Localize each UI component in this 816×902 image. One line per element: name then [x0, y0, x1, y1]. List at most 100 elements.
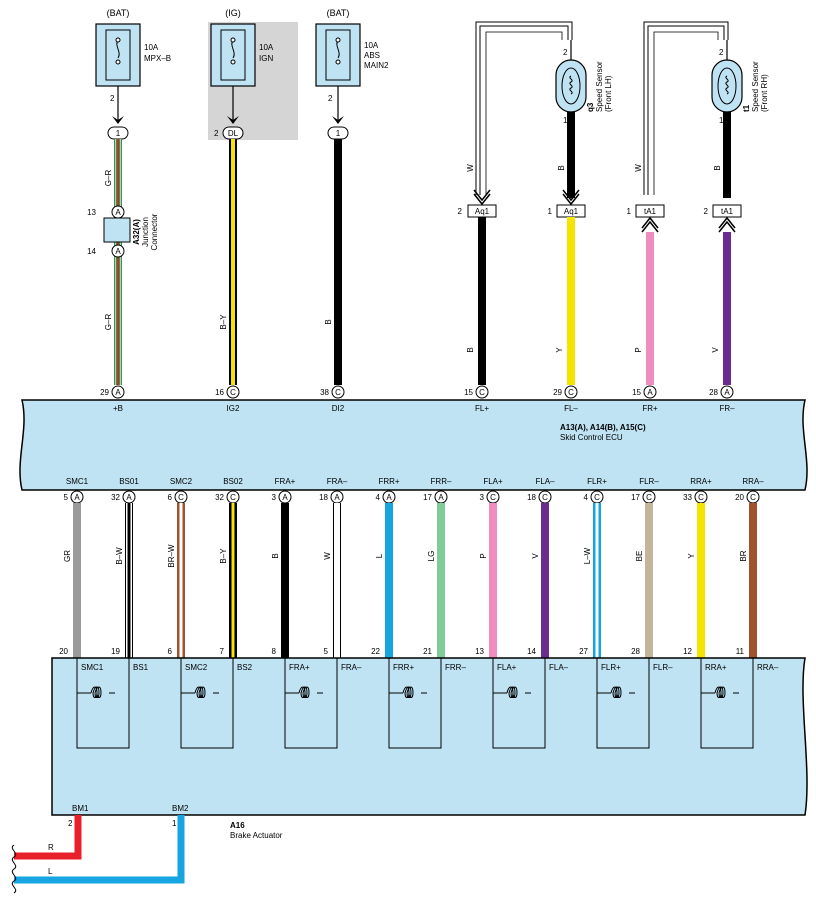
fuse-rating: 10A: [144, 43, 159, 52]
svg-text:14: 14: [87, 247, 96, 256]
actuator-pin: 11: [736, 647, 745, 656]
svg-text:1: 1: [172, 819, 177, 828]
svg-text:FRA–: FRA–: [327, 477, 348, 486]
wire-fl-minus: [567, 217, 575, 385]
coil-icon: [90, 686, 102, 698]
svg-text:C: C: [178, 493, 184, 502]
fuse-abs-main2: (BAT) 10A ABS MAIN2 2: [315, 8, 389, 103]
actuator-terminal-label: FRR–: [445, 663, 466, 672]
svg-text:W: W: [466, 164, 475, 172]
svg-text:A: A: [724, 388, 730, 397]
svg-text:(Front LH): (Front LH): [604, 75, 613, 112]
svg-text:1: 1: [548, 207, 553, 216]
svg-text:17: 17: [631, 493, 640, 502]
coil-icon: [610, 686, 622, 698]
wire-BS02: [229, 503, 237, 658]
fuse-source: (BAT): [327, 8, 350, 18]
fuse-name: IGN: [259, 54, 273, 63]
svg-text:2: 2: [704, 207, 709, 216]
svg-text:FRA+: FRA+: [275, 477, 296, 486]
svg-text:BS01: BS01: [119, 477, 139, 486]
svg-text:C: C: [750, 493, 756, 502]
wire-label: BE: [635, 551, 644, 562]
actuator-cells: 20SMC119BS16SMC27BS28FRA+5FRA–22FRR+21FR…: [59, 647, 779, 749]
coil-icon: [402, 686, 414, 698]
svg-text:13: 13: [87, 208, 96, 217]
actuator-pin: 28: [631, 647, 640, 656]
fuse-rating: 10A: [364, 41, 379, 50]
svg-text:2: 2: [719, 48, 724, 57]
svg-text:1: 1: [719, 116, 724, 125]
svg-text:C: C: [230, 388, 236, 397]
svg-text:3: 3: [272, 493, 277, 502]
wire-SMC2: [177, 503, 185, 658]
wire-label: B–W: [115, 547, 124, 565]
wire-FLA+: [489, 503, 497, 658]
svg-text:A: A: [282, 493, 288, 502]
actuator-terminal-label: RRA–: [757, 663, 779, 672]
svg-text:C: C: [335, 388, 341, 397]
arrow-icon: [227, 116, 239, 124]
svg-text:B: B: [324, 319, 333, 324]
svg-text:16: 16: [215, 388, 224, 397]
wire-b: [334, 139, 342, 385]
solenoid-cell: [76, 658, 130, 749]
wire-label: BR: [739, 550, 748, 561]
solenoid-cell: [596, 658, 650, 749]
svg-text:2: 2: [68, 819, 73, 828]
svg-text:28: 28: [709, 388, 718, 397]
actuator-pin: 6: [168, 647, 173, 656]
wire-FRA+: [281, 503, 289, 658]
wire-label: B: [271, 553, 280, 558]
wire-label: W: [323, 552, 332, 560]
svg-text:Speed Sensor: Speed Sensor: [595, 61, 604, 112]
svg-text:29: 29: [100, 388, 109, 397]
svg-text:B: B: [557, 165, 566, 170]
svg-text:A: A: [115, 208, 121, 217]
svg-text:V: V: [711, 347, 720, 353]
svg-text:FLA+: FLA+: [483, 477, 503, 486]
svg-text:SMC2: SMC2: [170, 477, 193, 486]
fuse-mpx-b: (BAT) 10A MPX–B 2: [95, 8, 171, 103]
wire-RRA+: [697, 503, 705, 658]
wire-RRA–: [749, 503, 757, 658]
coil-icon: [506, 686, 518, 698]
speed-sensor-front-lh: 2 1 q3 Speed Sensor (Front LH): [555, 40, 613, 125]
wire-l: [14, 815, 185, 884]
svg-text:C: C: [490, 493, 496, 502]
actuator-terminal-label: FRR+: [393, 663, 414, 672]
wire-SMC1: [73, 503, 81, 658]
svg-text:18: 18: [319, 493, 328, 502]
svg-text:18: 18: [527, 493, 536, 502]
actuator-name: Brake Actuator: [230, 831, 283, 840]
wire-FRR+: [385, 503, 393, 658]
svg-text:C: C: [646, 493, 652, 502]
wire-fl-plus: [478, 217, 486, 385]
svg-text:A: A: [334, 493, 340, 502]
svg-text:P: P: [634, 347, 643, 352]
svg-text:R: R: [48, 843, 54, 852]
wire-label: GR: [63, 550, 72, 562]
svg-text:IG2: IG2: [227, 404, 240, 413]
connector-ta1-1: [635, 204, 665, 218]
wire-label: P: [479, 553, 488, 558]
svg-text:RRA+: RRA+: [690, 477, 712, 486]
svg-text:C: C: [594, 493, 600, 502]
junction-connector: A A 13 14 A32(A) Junction Connector: [87, 205, 159, 258]
actuator-terminal-label: FLR+: [601, 663, 621, 672]
svg-text:FL–: FL–: [564, 404, 578, 413]
wire-label: Y: [687, 553, 696, 559]
arrow-icon: [112, 116, 124, 124]
svg-text:32: 32: [215, 493, 224, 502]
svg-text:FL+: FL+: [475, 404, 489, 413]
fuse-name: ABS: [364, 51, 380, 60]
svg-text:B: B: [466, 347, 475, 352]
svg-text:+B: +B: [113, 404, 123, 413]
actuator-pin: 21: [423, 647, 432, 656]
actuator-terminal-label: FLA+: [497, 663, 517, 672]
